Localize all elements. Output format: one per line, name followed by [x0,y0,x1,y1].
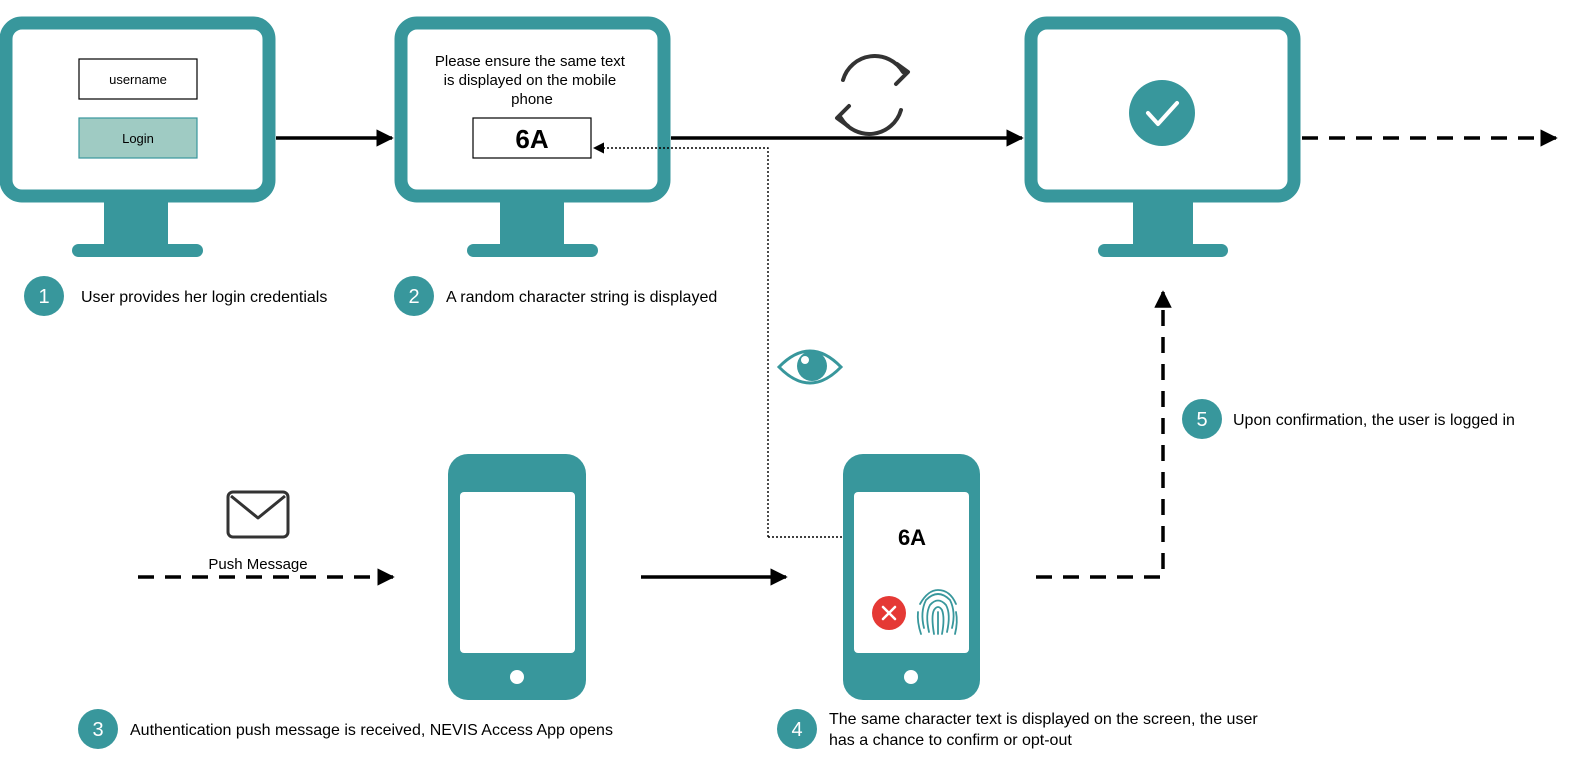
step-badge-5: 5 [1182,399,1222,439]
step2-caption: A random character string is displayed [446,289,717,306]
code-box [472,117,592,159]
step5-caption: Upon confirmation, the user is logged in [1233,412,1515,429]
fingerprint-icon[interactable] [916,589,958,635]
step-badge-1: 1 [24,276,64,316]
step4-caption-line: has a chance to confirm or opt-out [829,732,1072,749]
login-button[interactable]: Login [78,117,198,159]
code-text-mobile: 6A [898,525,926,550]
phone-step3 [448,454,586,700]
username-label: username [109,72,167,87]
username-field[interactable]: username [78,58,198,100]
dotted-connector-up [592,142,769,537]
push-message-label: Push Message [208,556,307,573]
prompt-line: phone [511,91,553,108]
phone-step4 [843,454,980,700]
refresh-icon [835,54,910,136]
step-badge-3: 3 [78,709,118,749]
cancel-icon[interactable] [872,596,906,630]
step1-caption: User provides her login credentials [81,289,327,306]
check-icon [1129,80,1195,146]
code-text-desktop: 6A [515,124,548,154]
arrow-4-to-5 [1036,290,1172,579]
eye-icon [776,349,844,385]
step-badge-2: 2 [394,276,434,316]
login-label: Login [122,131,154,146]
step3-caption: Authentication push message is received,… [130,722,613,739]
step-number: 5 [1196,409,1207,431]
envelope-icon [226,490,290,539]
prompt-line: is displayed on the mobile [444,72,617,89]
step4-caption: The same character text is displayed on … [829,711,1262,749]
step-number: 2 [408,286,419,308]
step-number: 1 [38,286,49,308]
monitor-step1 [0,16,276,257]
step4-caption-line: The same character text is displayed on … [829,711,1258,728]
step-number: 3 [92,719,103,741]
prompt-text: Please ensure the same text is displayed… [435,53,629,108]
step-number: 4 [791,719,802,741]
prompt-line: Please ensure the same text [435,53,626,70]
step-badge-4: 4 [777,709,817,749]
